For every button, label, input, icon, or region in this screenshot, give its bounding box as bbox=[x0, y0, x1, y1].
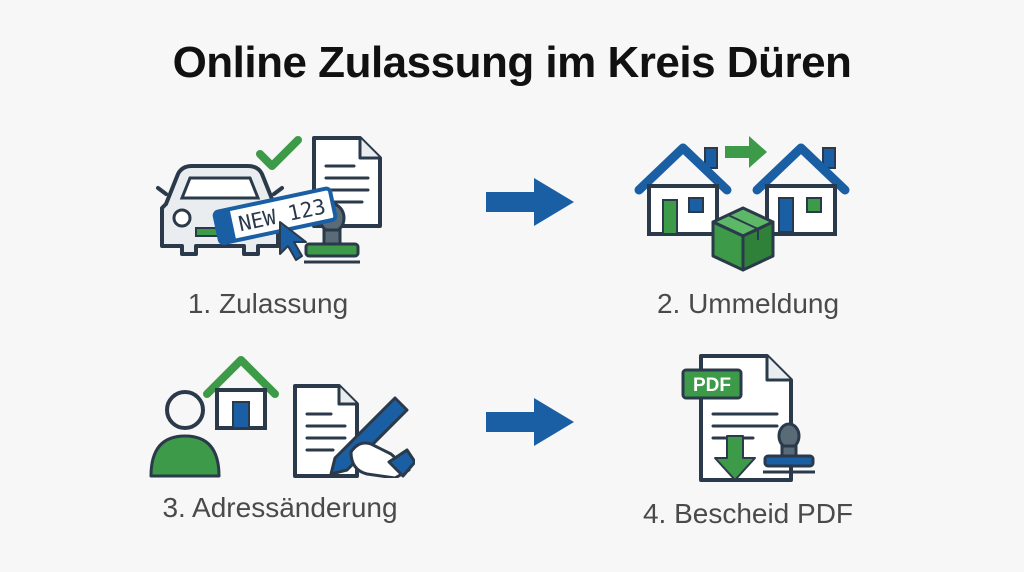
box-icon bbox=[711, 206, 775, 272]
step-label: 3. Adressänderung bbox=[162, 492, 398, 523]
download-arrow-icon bbox=[714, 435, 756, 481]
adressaenderung-illustration bbox=[149, 356, 415, 478]
step-adressaenderung: 3. Adressänderung bbox=[140, 352, 420, 524]
pdf-badge: PDF bbox=[693, 375, 731, 396]
step-bescheid-pdf: PDF 4. Bescheid PDF bbox=[608, 352, 888, 530]
cursor-icon bbox=[279, 221, 307, 261]
step-ummeldung: 2. Ummeldung bbox=[608, 134, 888, 320]
pen-hand-icon bbox=[329, 396, 415, 478]
zulassung-illustration: NEW 123 bbox=[156, 136, 382, 264]
step-label: 4. Bescheid PDF bbox=[642, 498, 854, 529]
house-icon bbox=[752, 143, 850, 236]
step-label: 1. Zulassung bbox=[187, 288, 349, 319]
stamp-icon bbox=[763, 422, 815, 474]
step-label: 2. Ummeldung bbox=[656, 288, 840, 319]
page-title: Online Zulassung im Kreis Düren bbox=[172, 38, 852, 87]
arrow-right-icon bbox=[486, 178, 574, 226]
house-icon bbox=[634, 143, 732, 236]
checkmark-icon bbox=[256, 136, 302, 170]
arrow-right-icon bbox=[725, 136, 767, 168]
step-zulassung: NEW 123 1. Zulassung bbox=[128, 134, 408, 320]
arrow-right-icon bbox=[486, 398, 574, 446]
bescheid-illustration: PDF bbox=[681, 354, 815, 482]
person-icon bbox=[149, 390, 221, 478]
house-icon bbox=[203, 356, 279, 430]
ummeldung-illustration bbox=[634, 136, 850, 272]
